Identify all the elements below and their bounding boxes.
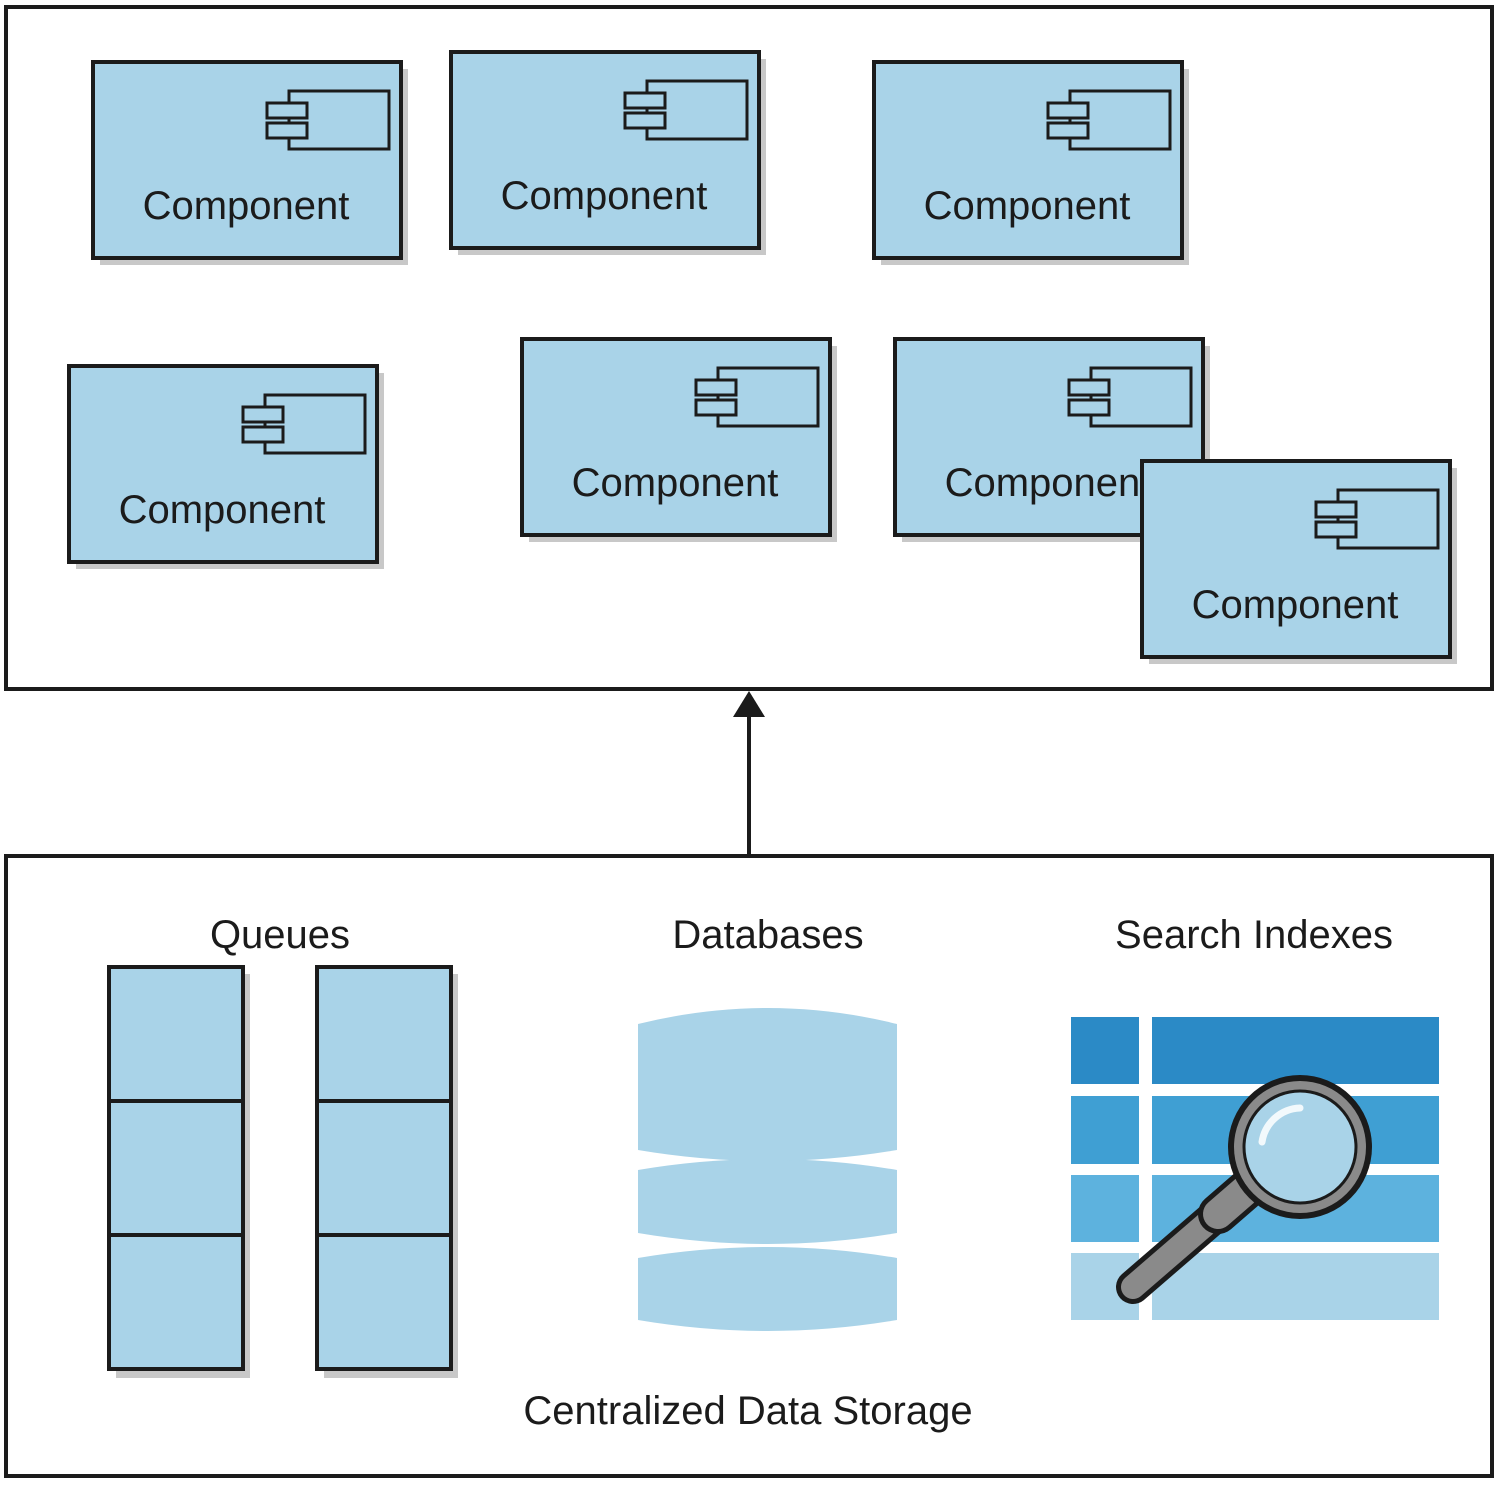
component-body <box>67 364 379 564</box>
component-body <box>1140 459 1452 659</box>
queue-cell <box>315 1099 453 1237</box>
component-box: Component <box>449 50 766 255</box>
queues-label: Queues <box>210 913 350 957</box>
uml-component-icon <box>1046 89 1172 151</box>
magnifying-glass-icon <box>1116 1075 1372 1304</box>
uml-component-icon <box>1067 366 1193 428</box>
index-cell <box>1071 1017 1139 1084</box>
component-body <box>872 60 1184 260</box>
component-box: Component <box>1140 459 1457 664</box>
database-segment-top <box>638 1008 897 1161</box>
component-label: Component <box>119 488 326 532</box>
uml-component-icon <box>265 89 391 151</box>
database-cylinder-icon <box>638 1008 897 1331</box>
component-body <box>449 50 761 250</box>
queue-cell <box>315 1233 453 1371</box>
component-label: Component <box>501 174 708 218</box>
component-label: Component <box>1192 583 1399 627</box>
uml-component-icon <box>623 79 749 141</box>
component-box: Component <box>67 364 384 569</box>
database-segment-middle <box>638 1159 897 1244</box>
component-box: Component <box>520 337 837 542</box>
index-cell <box>1152 1253 1439 1320</box>
uml-component-icon <box>1314 488 1440 550</box>
arrow-head <box>733 691 765 717</box>
queue-cell <box>315 965 453 1103</box>
uml-component-icon <box>241 393 367 455</box>
databases-label: Databases <box>672 913 863 957</box>
component-body <box>520 337 832 537</box>
uml-component-icon <box>694 366 820 428</box>
component-label: Component <box>924 184 1131 228</box>
data-flow-arrow <box>733 691 765 856</box>
component-label: Component <box>143 184 350 228</box>
component-body <box>91 60 403 260</box>
queue <box>107 965 250 1378</box>
index-cell <box>1071 1096 1139 1164</box>
queue-cell <box>107 1233 245 1371</box>
index-cell <box>1152 1017 1439 1084</box>
storage-caption: Centralized Data Storage <box>523 1389 972 1433</box>
queue-cell <box>107 1099 245 1237</box>
queues-group <box>107 965 458 1378</box>
queue-cell <box>107 965 245 1103</box>
component-label: Component <box>945 461 1152 505</box>
component-label: Component <box>572 461 779 505</box>
index-cell <box>1071 1175 1139 1242</box>
database-segment-bottom <box>638 1247 897 1331</box>
search-indexes-label: Search Indexes <box>1115 913 1393 957</box>
component-box: Component <box>91 60 408 265</box>
component-box: Component <box>872 60 1189 265</box>
queue <box>315 965 458 1378</box>
